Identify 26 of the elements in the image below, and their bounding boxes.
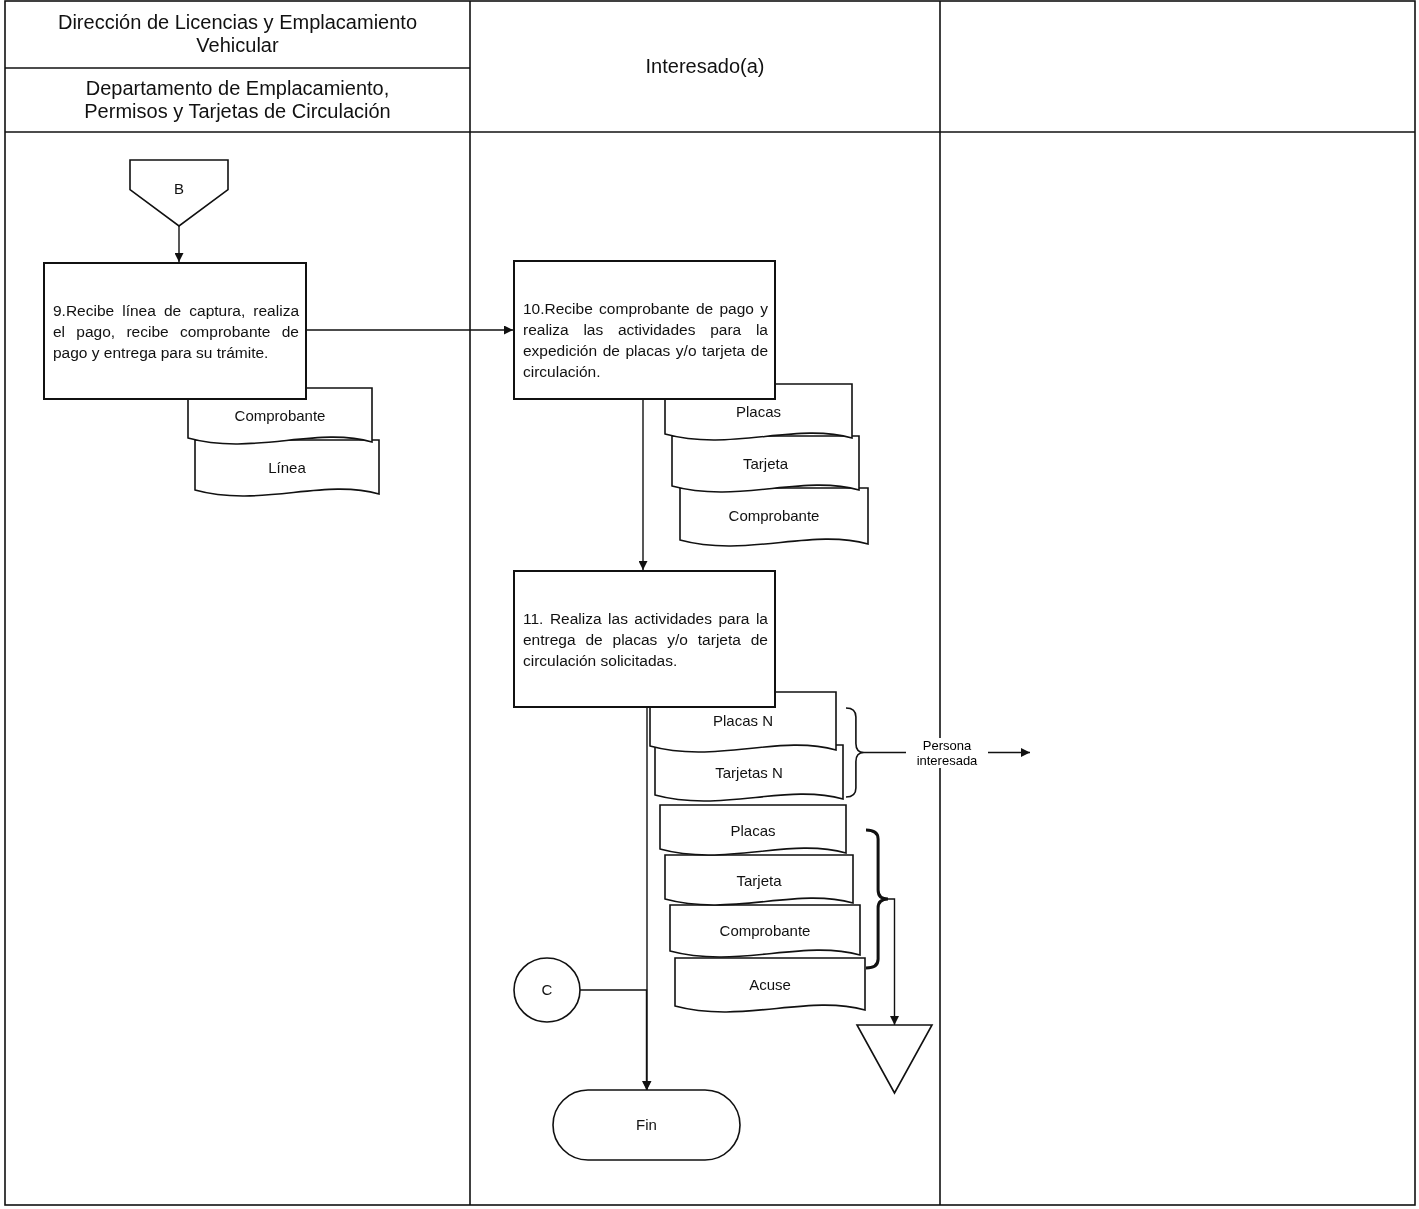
- shape-label: Placas: [729, 822, 777, 840]
- shape-label: Fin: [636, 1116, 657, 1135]
- shape-label: Comprobante: [233, 407, 327, 425]
- arrow: [306, 325, 514, 335]
- arrow: [638, 399, 648, 571]
- arrow: [579, 989, 651, 1091]
- shape-label: Tarjeta: [742, 455, 789, 473]
- shape-label: Comprobante: [718, 922, 812, 940]
- shape-label: B: [174, 180, 184, 199]
- edge-label: Persona interesada: [906, 737, 988, 768]
- shape-label: Comprobante: [727, 507, 821, 525]
- step-text: 9.Recibe línea de captura, realiza el pago, recibe comprobante de pago y entrega para su trámite.: [53, 301, 299, 363]
- shape-label: Placas: [735, 403, 782, 421]
- arrow: [887, 898, 899, 1026]
- step-text: 11. Realiza las actividades para la entrega de placas y/o tarjeta de circulación solicitadas.: [523, 609, 768, 671]
- shape-label: Acuse: [748, 976, 792, 994]
- shape-label: Línea: [267, 459, 307, 477]
- step-text: 10.Recibe comprobante de pago y realiza las actividades para la expedición de placas y/o tarjeta de circulación.: [523, 299, 768, 382]
- shape-label: Tarjeta: [735, 872, 783, 890]
- lane-header: Interesado(a): [644, 54, 766, 78]
- shape-label: Tarjetas N: [714, 764, 784, 782]
- arrow: [174, 225, 184, 263]
- lane-header: Dirección de Licencias y Emplacamiento Vehicular: [56, 11, 419, 57]
- shape-label: Placas N: [712, 712, 774, 730]
- shape-label: C: [541, 981, 553, 1000]
- lane-header: Departamento de Emplacamiento, Permisos y Tarjetas de Circulación: [83, 77, 392, 123]
